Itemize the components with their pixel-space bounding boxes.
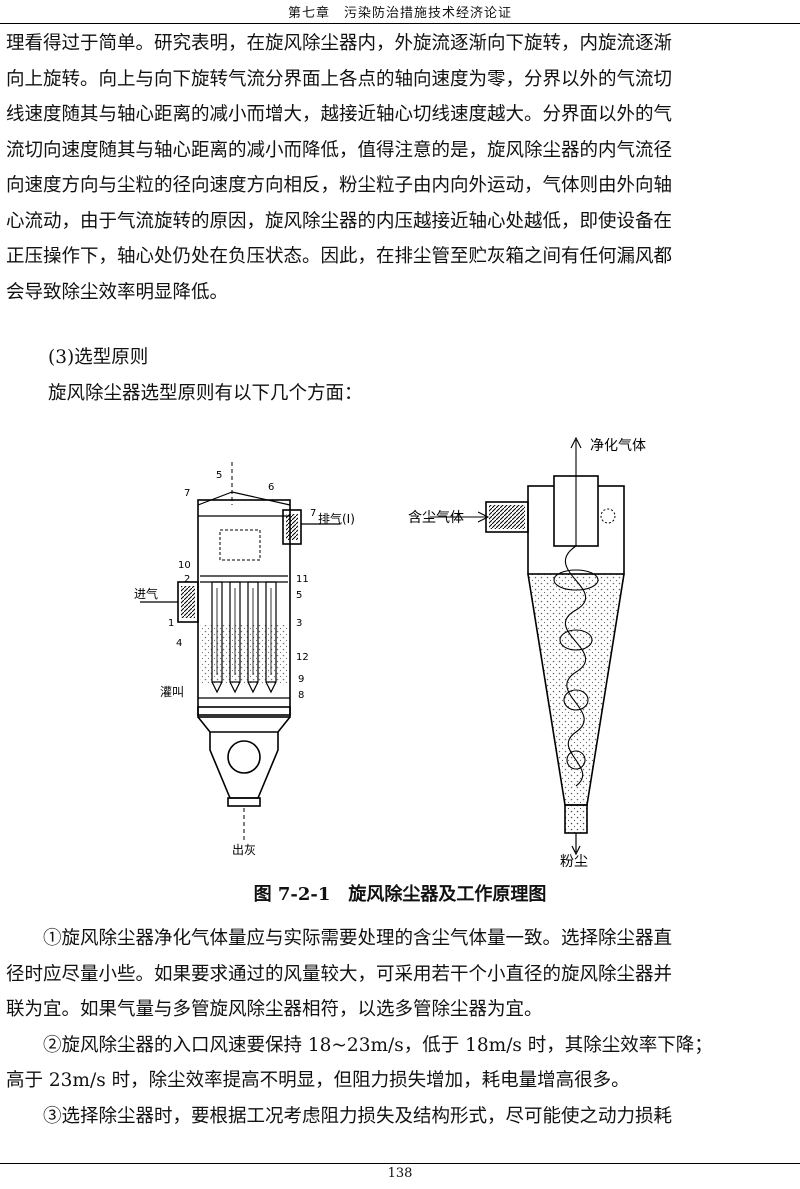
principle-item-1: ①旋风除尘器净化气体量应与实际需要处理的含尘气体量一致。选择除尘器直 径时应尽量…: [6, 921, 796, 1028]
label-exhaust: 排气(Ⅰ): [318, 511, 355, 526]
label-dusty-gas: 含尘气体: [408, 510, 464, 526]
para1-line-6: 心流动，由于气流旋转的原因，旋风除尘器的内压越接近轴心处越低，即使设备在: [6, 210, 673, 232]
label-5: 5: [216, 470, 222, 481]
figure-7-2-1: 5 7 6 7 排气(Ⅰ) 10 2 11 5 进气 1 3 4 12 9 8 …: [0, 420, 800, 870]
item3-line-1: ③选择除尘器时，要根据工况考虑阻力损失及结构形式，尽可能使之动力损耗: [43, 1105, 673, 1127]
label-1: 1: [168, 618, 174, 629]
paragraph-cyclone-flow: 理看得过于简单。研究表明，在旋风除尘器内，外旋流逐渐向下旋转，内旋流逐渐 向上旋…: [6, 26, 796, 310]
item2-line-1: ②旋风除尘器的入口风速要保持 18~23m/s，低于 18m/s 时，其除尘效率…: [43, 1034, 713, 1056]
item2-line-2: 高于 23m/s 时，除尘效率提高不明显，但阻力损失增加，耗电量增高很多。: [6, 1070, 630, 1091]
cyclone-figure-svg: 5 7 6 7 排气(Ⅰ) 10 2 11 5 进气 1 3 4 12 9 8 …: [134, 436, 646, 870]
label-8: 8: [298, 690, 304, 701]
right-diagram-labels: 净化气体 含尘气体 粉尘: [408, 438, 646, 870]
label-2: 2: [184, 574, 190, 585]
label-cleaning: 灌叫: [160, 685, 184, 699]
section-heading: (3)选型原则: [48, 347, 149, 368]
label-12: 12: [296, 652, 309, 663]
label-9: 9: [298, 674, 304, 685]
item1-line-2: 径时应尽量小些。如果要求通过的风量较大，可采用若干个小直径的旋风除尘器并: [6, 963, 673, 985]
label-11: 11: [296, 574, 309, 585]
para1-line-1: 理看得过于简单。研究表明，在旋风除尘器内，外旋流逐渐向下旋转，内旋流逐渐: [6, 33, 673, 54]
principle-item-3: ③选择除尘器时，要根据工况考虑阻力损失及结构形式，尽可能使之动力损耗: [6, 1099, 796, 1135]
label-10: 10: [178, 560, 191, 571]
label-7b: 7: [310, 508, 316, 519]
item1-line-3: 联为宜。如果气量与多管旋风除尘器相符，以选多管除尘器为宜。: [6, 999, 543, 1020]
right-cyclone-diagram: [430, 436, 625, 856]
label-6: 6: [268, 482, 274, 493]
label-3: 3: [296, 618, 302, 629]
principle-item-2: ②旋风除尘器的入口风速要保持 18~23m/s，低于 18m/s 时，其除尘效率…: [6, 1028, 796, 1099]
figure-caption: 图 7-2-1 旋风除尘器及工作原理图: [253, 884, 547, 905]
para1-line-4: 流切向速度随其与轴心距离的减小而降低，值得注意的是，旋风除尘器的内气流径: [6, 139, 673, 161]
left-diagram-labels: 5 7 6 7 排气(Ⅰ) 10 2 11 5 进气 1 3 4 12 9 8 …: [134, 470, 355, 857]
para1-line-8: 会导致除尘效率明显降低。: [6, 281, 229, 303]
para1-line-5: 向速度方向与尘粒的径向速度方向相反，粉尘粒子由内向外运动，气体则由外向轴: [6, 175, 673, 196]
footer-rule: [0, 1163, 800, 1164]
label-5b: 5: [296, 590, 302, 601]
ash-hopper-top: [197, 706, 291, 718]
exhaust-outlet: [282, 509, 302, 545]
hopper-inspection-port: [227, 740, 261, 774]
label-ash-out: 出灰: [232, 843, 256, 857]
item1-line-1: ①旋风除尘器净化气体量应与实际需要处理的含尘气体量一致。选择除尘器直: [43, 928, 673, 949]
label-dust: 粉尘: [560, 854, 588, 870]
running-header: 第七章 污染防治措施技术经济论证: [287, 6, 512, 21]
para1-line-2: 向上旋转。向上与向下旋转气流分界面上各点的轴向速度为零，分界以外的气流切: [6, 68, 673, 90]
para1-line-3: 线速度随其与轴心距离的减小而增大，越接近轴心切线速度越大。分界面以外的气: [6, 104, 673, 125]
header-rule: [0, 23, 800, 24]
para1-line-7: 正压操作下，轴心处仍处在负压状态。因此，在排尘管至贮灰箱之间有任何漏风都: [6, 246, 673, 267]
label-7a: 7: [184, 488, 190, 499]
label-clean-gas: 净化气体: [590, 438, 646, 454]
label-inlet: 进气: [134, 586, 158, 601]
section-intro: 旋风除尘器选型原则有以下几个方面：: [48, 383, 363, 404]
left-collector-diagram: [140, 462, 340, 840]
selection-principles-list: ①旋风除尘器净化气体量应与实际需要处理的含尘气体量一致。选择除尘器直 径时应尽量…: [6, 921, 796, 1134]
label-4: 4: [176, 638, 182, 649]
page-number: 138: [387, 1166, 413, 1181]
vortex-flow-path: [430, 436, 599, 787]
